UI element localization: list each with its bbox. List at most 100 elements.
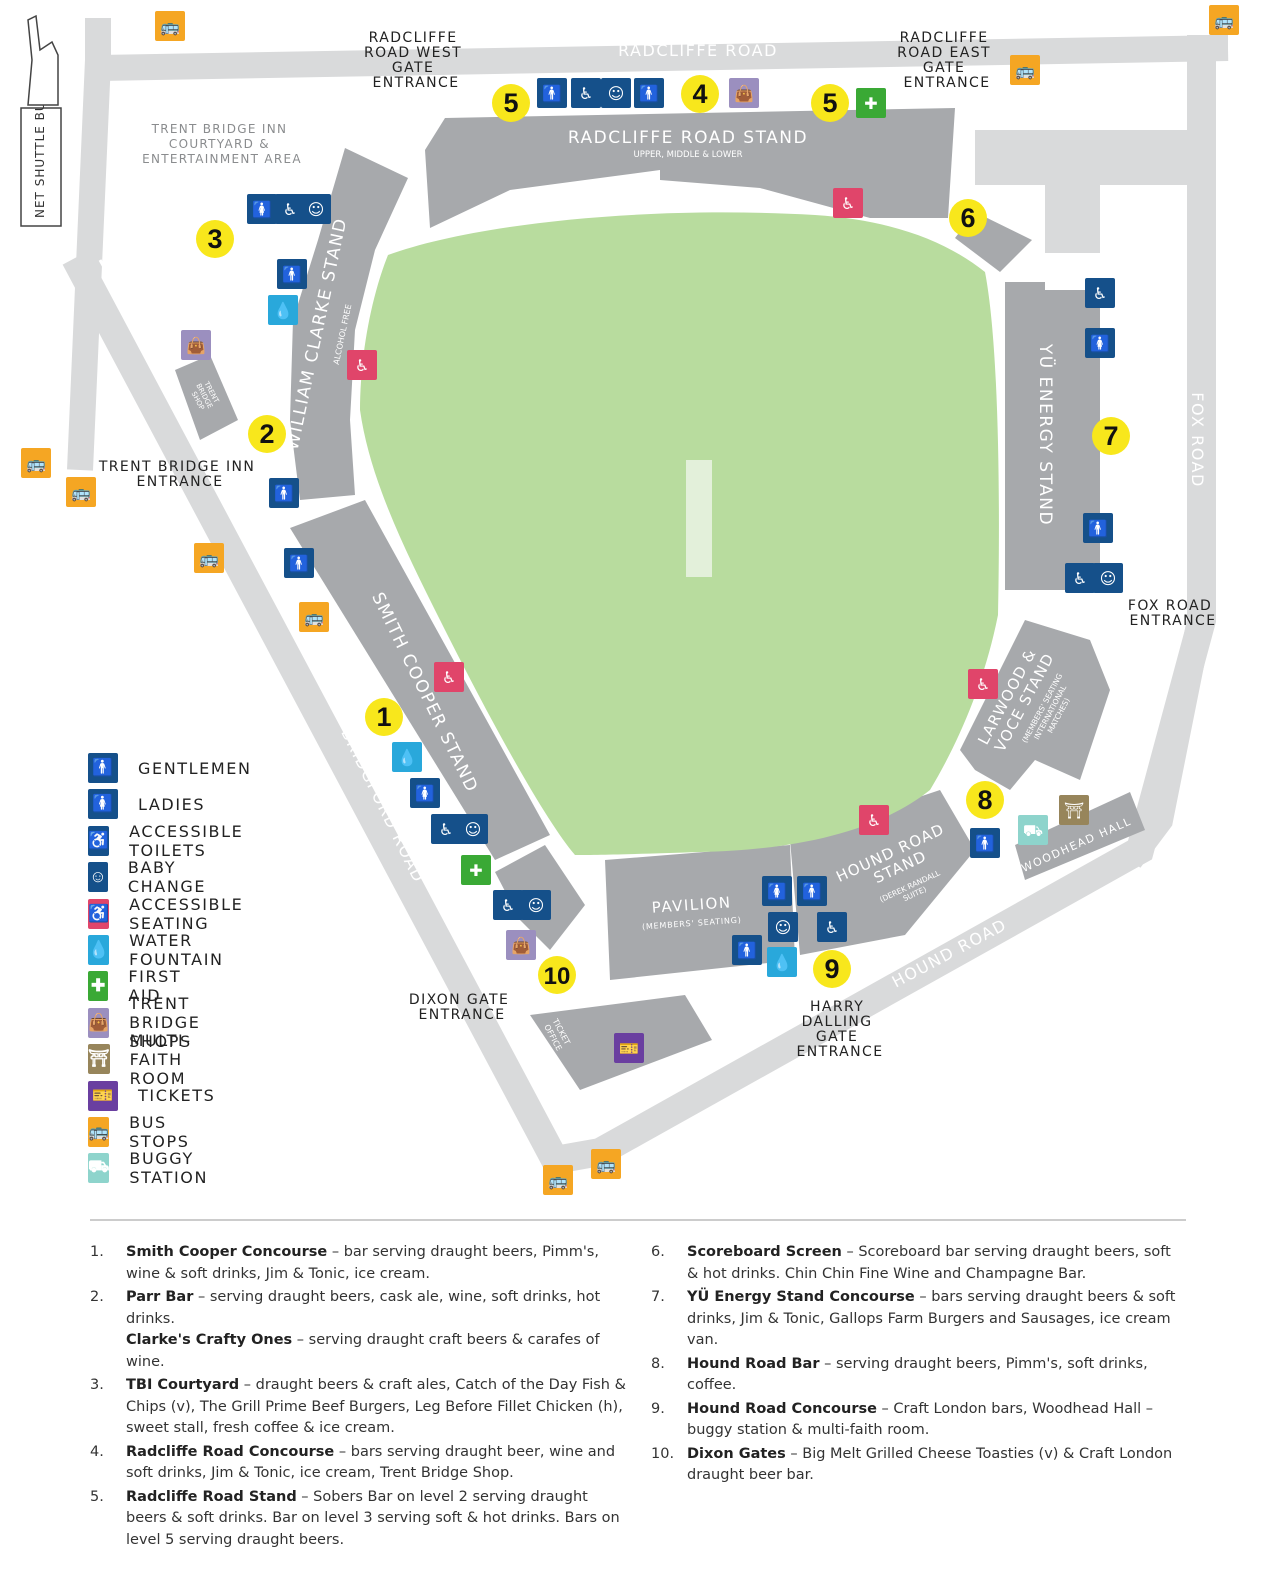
bus-icon: 🚌: [88, 1117, 110, 1147]
area-tbi-courtyard: TRENT BRIDGE INN COURTYARD & ENTERTAINME…: [142, 122, 302, 166]
entrance-dixon-gate: DIXON GATE ENTRANCE: [409, 992, 515, 1023]
wheelchair-icon: ♿: [1065, 563, 1095, 593]
note-item: 5.Radcliffe Road Stand – Sobers Bar on l…: [90, 1487, 630, 1552]
note-text: Dixon Gates – Big Melt Grilled Cheese To…: [687, 1445, 1173, 1484]
legend-item: ☺ BABY CHANGE: [88, 858, 216, 897]
note-item: 10. Dixon Gates – Big Melt Grilled Cheese…: [651, 1444, 1181, 1487]
first-aid-icon: ✚: [856, 88, 886, 118]
gentlemen-icon: 🚹: [88, 753, 118, 783]
bus-icon: 🚌: [194, 543, 224, 573]
water-drop-icon: 💧: [268, 295, 298, 325]
note-item: 3.TBI Courtyard – draught beers & craft …: [90, 1375, 630, 1440]
cricket-wicket: [686, 460, 712, 577]
svg-text:✚: ✚: [864, 94, 877, 113]
gentlemen-icon: 🚹: [797, 876, 827, 906]
svg-text:🚌: 🚌: [304, 608, 324, 627]
note-number: 9.: [651, 1400, 665, 1417]
baby-change-icon: ☺: [768, 912, 798, 942]
bus-icon: 🚌: [155, 11, 185, 41]
marker-2: 2: [248, 415, 286, 453]
ticket-icon: 🎫: [614, 1033, 644, 1063]
svg-text:🚹: 🚹: [975, 834, 995, 853]
legend-label: TRENT BRIDGE SHOPS: [129, 994, 201, 1052]
svg-text:5: 5: [822, 88, 837, 118]
svg-text:🚌: 🚌: [596, 1155, 616, 1174]
pitch: [360, 212, 999, 856]
svg-text:♿: ♿: [579, 84, 593, 103]
entrance-radcliffe-east: RADCLIFFE ROAD EAST GATE ENTRANCE: [897, 30, 997, 91]
svg-text:♿: ♿: [439, 820, 453, 839]
note-item: 1.Smith Cooper Concourse – bar serving d…: [90, 1242, 630, 1285]
svg-text:☺: ☺: [528, 896, 545, 915]
svg-text:1: 1: [376, 702, 391, 732]
william-clarke-stand: [290, 148, 408, 500]
bus-icon: 🚌: [66, 477, 96, 507]
note-item: 6.Scoreboard Screen – Scoreboard bar ser…: [651, 1242, 1181, 1285]
ladies-icon: 🚺: [88, 789, 118, 820]
svg-text:🚹: 🚹: [542, 84, 562, 103]
note-number: 2.: [90, 1289, 104, 1305]
svg-text:🚹: 🚹: [289, 554, 309, 573]
note-text: Hound Road Concourse – Craft London bars…: [687, 1400, 1154, 1439]
svg-text:💧: 💧: [772, 953, 792, 972]
wheelchair-icon: ♿: [571, 78, 601, 108]
gentlemen-icon: 🚹: [284, 548, 314, 578]
legend-label: BABY CHANGE: [127, 858, 207, 897]
svg-text:🚹: 🚹: [282, 265, 302, 284]
svg-text:🚹: 🚹: [1088, 519, 1108, 538]
bus-icon: 🚌: [1010, 55, 1040, 85]
svg-text:10: 10: [544, 963, 571, 990]
svg-text:💧: 💧: [273, 301, 293, 320]
svg-text:🚺: 🚺: [415, 784, 435, 803]
shopping-bag-icon: 👜: [88, 1007, 110, 1038]
baby-change-icon: ☺: [88, 862, 108, 893]
smith-cooper-stand: [290, 500, 550, 860]
woodhead-hall: [1015, 792, 1145, 880]
baby-change-icon: ☺: [521, 890, 551, 920]
water-drop-icon: 💧: [767, 947, 797, 977]
note-number: 10.: [651, 1445, 675, 1462]
baby-change-icon: ☺: [458, 814, 488, 844]
svg-text:🚺: 🚺: [252, 200, 272, 219]
svg-text:🚌: 🚌: [548, 1171, 568, 1190]
larwood-voce-stand: [960, 620, 1110, 790]
accessible-seating-icon: ♿: [859, 805, 889, 835]
bus-icon: 🚌: [21, 448, 51, 478]
note-item: 9. Hound Road Concourse – Craft London ba…: [651, 1399, 1181, 1442]
svg-text:🚹: 🚹: [802, 882, 822, 901]
legend-item: 👜 TRENT BRIDGE SHOPS: [88, 994, 209, 1051]
wheelchair-icon: ♿: [493, 890, 523, 920]
accessible-seating-icon: ♿: [434, 662, 464, 692]
svg-text:🚌: 🚌: [1015, 61, 1035, 80]
svg-text:4: 4: [692, 79, 707, 109]
gentlemen-icon: 🚹: [732, 935, 762, 965]
shopping-bag-icon: 👜: [506, 930, 536, 960]
svg-text:♿: ♿: [867, 811, 881, 830]
buggy-icon: ⛟: [88, 1153, 110, 1184]
gentlemen-icon: 🚹: [970, 828, 1000, 858]
accessible-seating-icon: ♿: [833, 188, 863, 218]
accessible-seating-icon: ♿: [88, 898, 110, 929]
svg-text:♿: ♿: [825, 918, 839, 937]
entrance-harry-dalling: HARRY DALLING GATE ENTRANCE: [797, 999, 884, 1060]
legend-label: GENTLEMEN: [138, 758, 252, 778]
note-item: 7.YÜ Energy Stand Concourse – bars servi…: [651, 1287, 1181, 1352]
svg-text:🚌: 🚌: [160, 17, 180, 36]
svg-text:👜: 👜: [186, 336, 206, 355]
notes-left: 1.Smith Cooper Concourse – bar serving d…: [90, 1242, 630, 1553]
note-number: 6.: [651, 1244, 665, 1260]
bus-icon: 🚌: [543, 1165, 573, 1195]
water-drop-icon: 💧: [392, 742, 422, 772]
ground-map: NET SHUTTLE BUS STOP RADCLIFFE ROAD FOX …: [20, 5, 1239, 1195]
shopping-bag-icon: 👜: [729, 78, 759, 108]
legend-label: BUS STOPS: [129, 1113, 190, 1151]
svg-text:7: 7: [1103, 421, 1118, 451]
legend-item: 💧WATER FOUNTAIN: [88, 931, 232, 969]
shuttle-stop-sign: [20, 107, 62, 227]
legend-item: ♿ACCESSIBLE TOILETS: [88, 822, 252, 860]
wheelchair-icon: ♿: [817, 912, 847, 942]
baby-change-icon: ☺: [301, 194, 331, 224]
svg-text:♿: ♿: [1073, 569, 1087, 588]
svg-text:👜: 👜: [734, 84, 754, 103]
ladies-icon: 🚺: [410, 778, 440, 808]
